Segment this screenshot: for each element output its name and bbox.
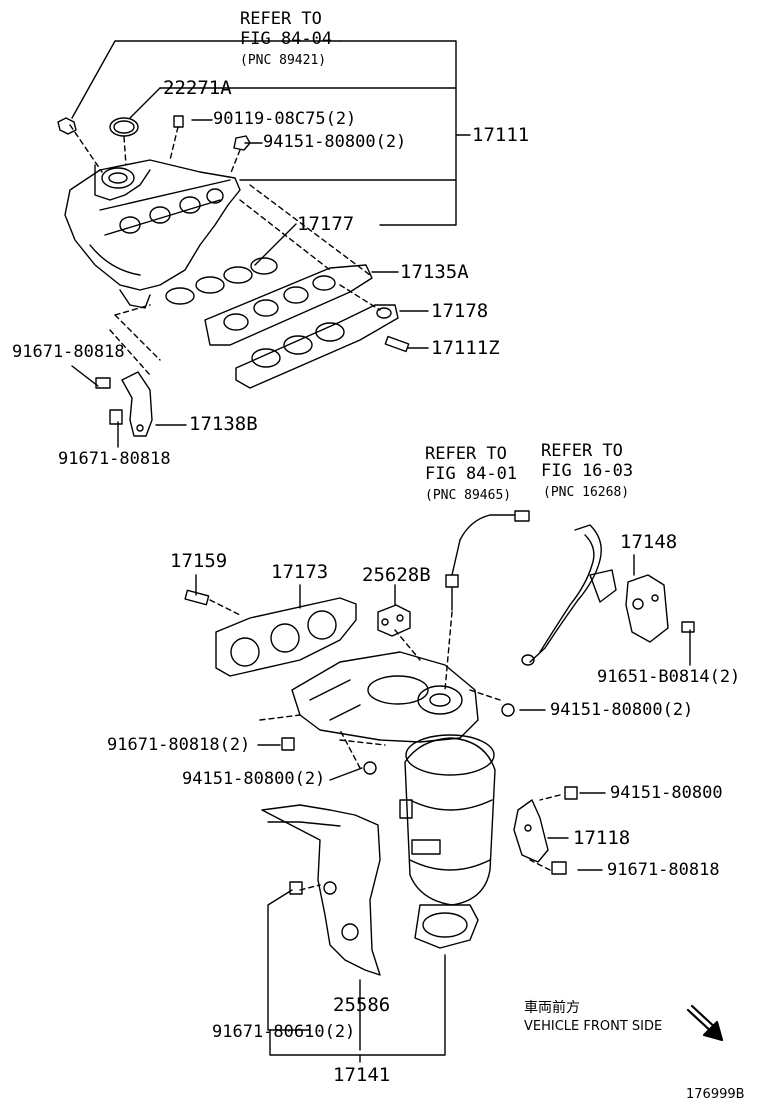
ref-fig-84-01-pnc: (PNC 89465) — [425, 488, 512, 503]
part-label-17178: 17178 — [431, 300, 489, 322]
part-label-25628B: 25628B — [362, 564, 431, 586]
part-label-17118: 17118 — [573, 827, 631, 849]
ref-fig-84-01-line1: REFER TO — [425, 444, 507, 464]
leader-lines-upper — [71, 40, 471, 448]
part-label-91671-80818-d: 91671-80818 — [607, 860, 720, 880]
guide-lines-lower — [209, 599, 561, 891]
part-label-90119-08C75: 90119-08C75(2) — [213, 109, 357, 129]
stud-17159-drawing — [184, 589, 210, 606]
gasket-17177-drawing — [165, 257, 278, 305]
part-label-94151-80800-single: 94151-80800 — [610, 783, 723, 803]
pipe-17148-drawing — [521, 524, 617, 666]
ref-fig-16-03-line1: REFER TO — [541, 441, 623, 461]
fasteners-lower-drawing — [281, 703, 515, 775]
part-label-91671-80818-a: 91671-80818 — [12, 342, 125, 362]
bracket-17118-drawing — [513, 786, 578, 875]
part-label-91671-80818-b: 91671-80818 — [58, 449, 171, 469]
part-label-17173: 17173 — [271, 561, 329, 583]
heat-insulator-25586-drawing — [261, 804, 381, 976]
gasket-17173-drawing — [215, 597, 357, 677]
guide-lines-upper — [69, 124, 381, 376]
part-label-17148: 17148 — [620, 531, 678, 553]
ref-fig-84-04-line1: REFER TO — [240, 9, 322, 29]
gasket-17178-drawing — [235, 304, 399, 389]
oxygen-sensor-drawing — [445, 510, 530, 611]
ref-fig-16-03-line2: FIG 16-03 — [541, 461, 634, 481]
ref-fig-84-01-line2: FIG 84-01 — [425, 464, 518, 484]
part-label-17177: 17177 — [297, 213, 355, 235]
exhaust-manifold-drawing — [291, 651, 479, 743]
part-label-94151-80800-low: 94151-80800(2) — [182, 769, 326, 789]
part-label-17111Z: 17111Z — [431, 337, 500, 359]
gasket-17135A-drawing — [204, 264, 373, 346]
part-label-17141: 17141 — [333, 1064, 391, 1086]
intake-manifold-drawing — [57, 115, 251, 309]
catalytic-converter-drawing — [399, 734, 496, 949]
stud-17111Z-drawing — [384, 335, 410, 353]
part-label-94151-80800-top: 94151-80800(2) — [263, 132, 407, 152]
part-label-91651-B0814: 91651-B0814(2) — [597, 667, 741, 687]
vehicle-front-arrow-icon — [686, 1004, 724, 1042]
ref-fig-84-04-line2: FIG 84-04 — [240, 29, 333, 49]
part-label-17135A: 17135A — [400, 261, 469, 283]
plate-25628B-drawing — [377, 604, 411, 637]
part-label-17111: 17111 — [472, 124, 530, 146]
bracket-17148-plate-drawing — [625, 574, 695, 643]
ref-fig-16-03-pnc: (PNC 16268) — [543, 485, 630, 500]
part-label-17159: 17159 — [170, 550, 228, 572]
ref-fig-84-04-pnc: (PNC 89421) — [240, 53, 327, 68]
vehicle-front-jp-caption: 車両前方 — [524, 1000, 580, 1016]
part-label-25586: 25586 — [333, 994, 391, 1016]
leader-lines-lower — [195, 554, 691, 1063]
part-label-94151-80800-mid: 94151-80800(2) — [550, 700, 694, 720]
part-label-91671-80818-c: 91671-80818(2) — [107, 735, 251, 755]
part-label-22271A: 22271A — [163, 77, 232, 99]
part-label-91671-80610: 91671-80610(2) — [212, 1022, 356, 1042]
part-label-17138B: 17138B — [189, 413, 258, 435]
diagram-id: 176999B — [686, 1087, 745, 1102]
bracket-17138B-drawing — [95, 371, 153, 437]
vehicle-front-caption: VEHICLE FRONT SIDE — [524, 1019, 663, 1034]
